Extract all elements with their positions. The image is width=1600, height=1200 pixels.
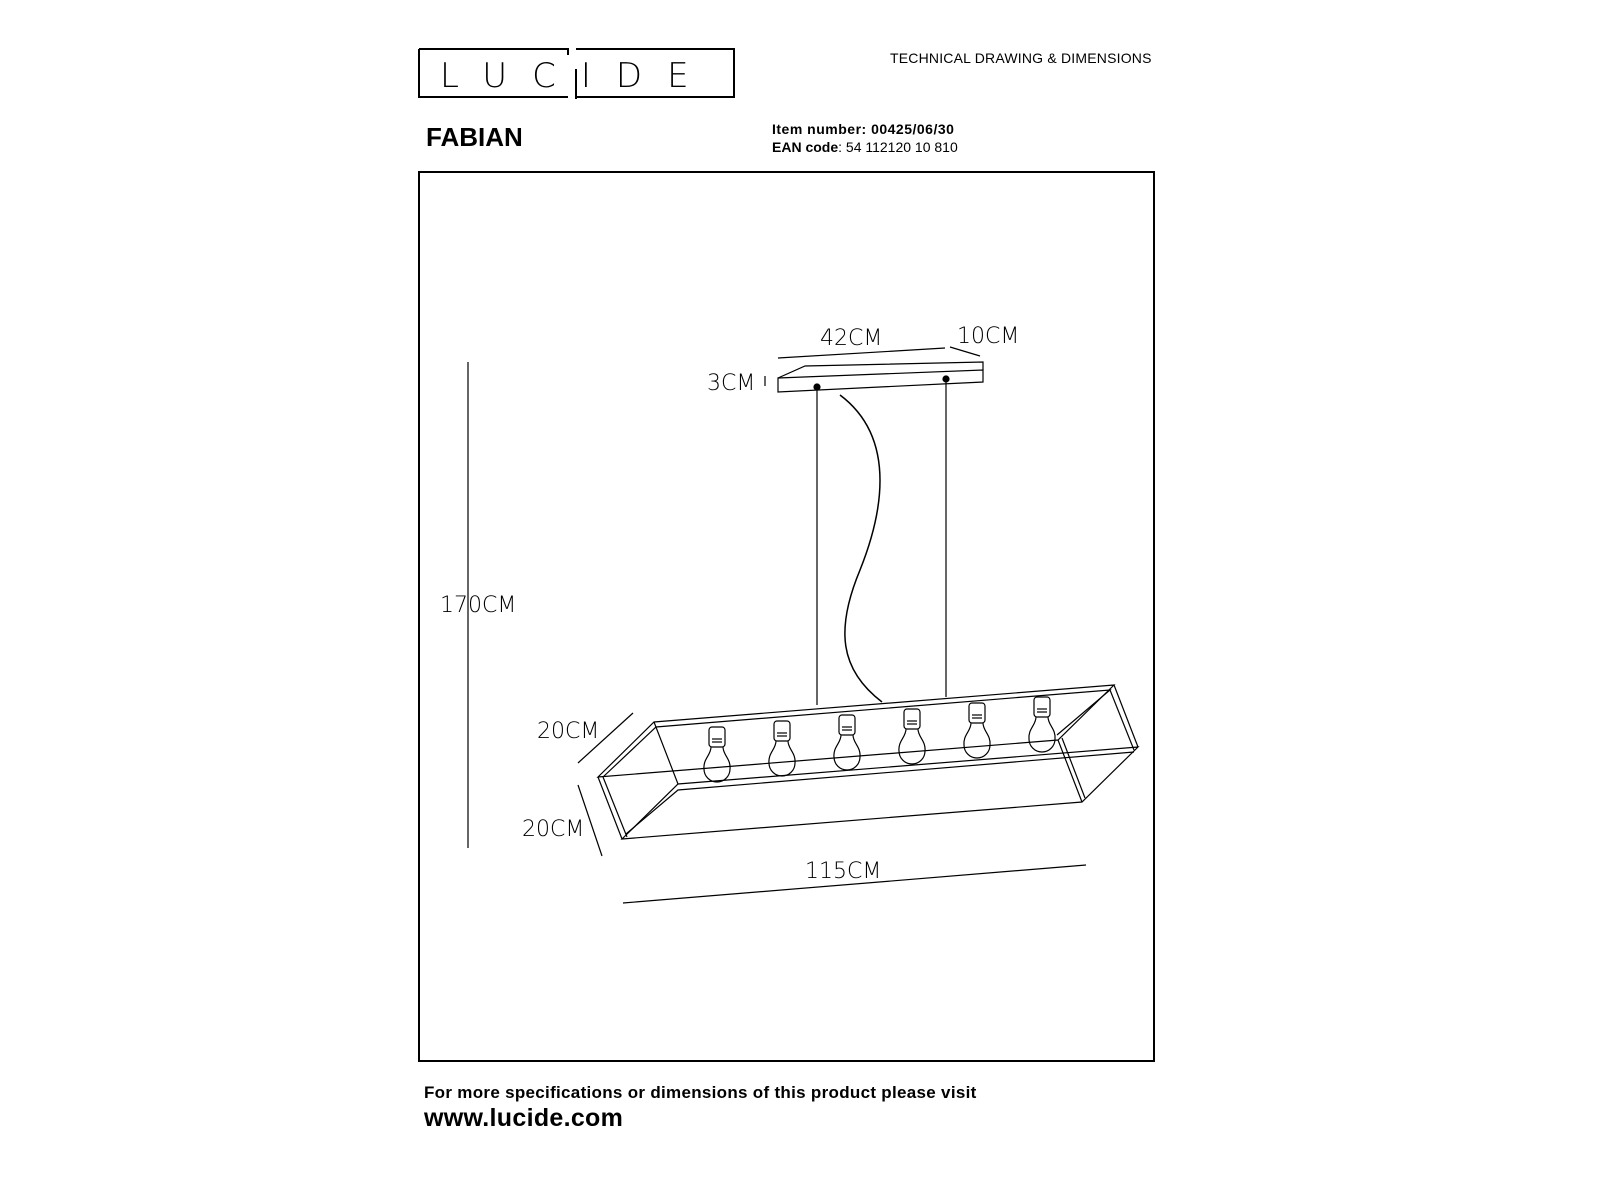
canopy (777, 361, 984, 393)
bulb-icon (833, 714, 861, 771)
ean-value: : 54 112120 10 810 (838, 139, 958, 155)
website-link[interactable]: www.lucide.com (424, 1104, 624, 1132)
ean-label: EAN code (772, 139, 839, 155)
dim-frame-height: 20CM (522, 817, 584, 842)
dim-frame-depth: 20CM (537, 719, 599, 744)
dim-canopy-height: 3CM (707, 371, 755, 396)
svg-text:LUCIDE: LUCIDE (440, 56, 714, 96)
lucide-logo: LUCIDE (418, 48, 735, 99)
ean-code: EAN code: 54 112120 10 810 (772, 139, 958, 155)
power-cord (839, 394, 883, 703)
bulb-icon (898, 708, 926, 765)
item-number: Item number: 00425/06/30 (772, 121, 954, 137)
bulb-icon (963, 702, 991, 759)
bulb-icon (703, 726, 731, 783)
lamp-frame (596, 684, 1140, 840)
bulb-icon (768, 720, 796, 777)
dim-canopy-width: 10CM (957, 324, 1019, 349)
bulb-icon (1028, 696, 1056, 753)
document-type: TECHNICAL DRAWING & DIMENSIONS (890, 50, 1152, 66)
dim-frame-length: 115CM (805, 859, 881, 884)
item-number-label: Item number: (772, 121, 867, 137)
footer-note: For more specifications or dimensions of… (424, 1083, 977, 1102)
item-number-value: 00425/06/30 (871, 121, 955, 137)
dim-canopy-length: 42CM (820, 326, 882, 351)
product-name: FABIAN (426, 122, 523, 152)
dim-total-height: 170CM (440, 593, 516, 618)
drawing-frame (418, 171, 1155, 1062)
bulbs (703, 696, 1056, 783)
